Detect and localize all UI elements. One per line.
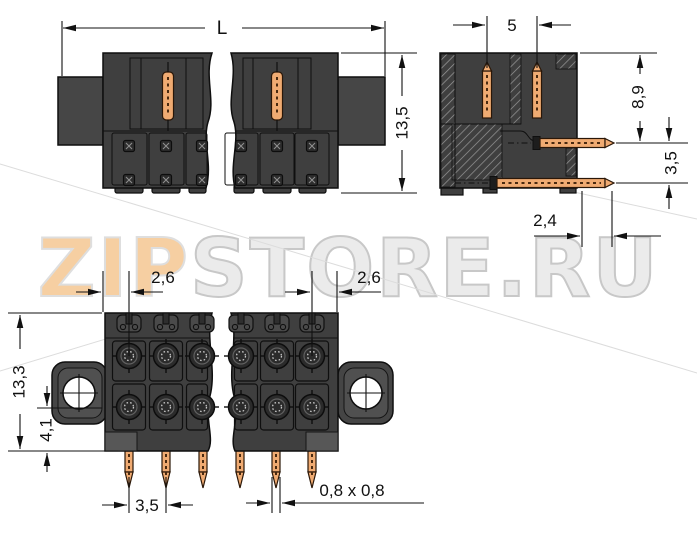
- bottom-view-right-flange: [337, 361, 394, 425]
- bottom-view-left-step: [104, 431, 138, 452]
- section-view-hatching: [440, 53, 577, 188]
- dim-label-upper-height: 8,9: [629, 85, 648, 109]
- dim-label-edge-offset-right: 2,6: [357, 268, 381, 287]
- bottom-view-right-step: [305, 431, 339, 452]
- side-view-right-tab: [337, 76, 386, 146]
- dim-edge-offset-left: 2,6: [76, 268, 175, 356]
- side-view-left-tab: [57, 76, 104, 146]
- bottom-view-cells: [111, 340, 330, 431]
- section-view: [439, 52, 616, 196]
- section-view-horizontal-pins: [455, 136, 616, 190]
- bottom-view-pins: [124, 450, 317, 489]
- dim-pin-cross-section: 0,8 x 0,8: [246, 477, 424, 513]
- dim-edge-offset-right: 2,6: [285, 268, 381, 356]
- dim-pin-pitch-3-5: 3,5: [102, 477, 193, 515]
- dim-height-13-5: 13,5: [341, 52, 417, 194]
- dim-upper-8-9: 8,9: [580, 52, 688, 144]
- dim-body-height-13-3: 13,3: [8, 312, 118, 452]
- dim-label-pin-pitch: 3,5: [135, 496, 159, 515]
- dim-label-pin-cross-section: 0,8 x 0,8: [319, 481, 384, 500]
- dim-label-height: 13,5: [393, 106, 412, 139]
- dim-label-row-spacing: 3,5: [662, 151, 681, 175]
- dim-tail-2-4: 2,4: [533, 191, 661, 247]
- dim-length-L: L: [61, 18, 386, 76]
- dim-label-length: L: [217, 18, 228, 39]
- dim-label-pitch: 5: [507, 16, 516, 35]
- dim-row-to-edge-4-1: 4,1: [37, 386, 102, 472]
- dim-label-edge-offset-left: 2,6: [151, 268, 175, 287]
- watermark-zip: ZIP: [37, 222, 190, 315]
- watermark: ZIPSTORE.RU: [0, 228, 697, 310]
- dim-pitch-5: 5: [453, 16, 571, 68]
- dim-label-pin-tail: 2,4: [533, 211, 557, 230]
- dim-label-body-height: 13,3: [10, 365, 29, 398]
- side-view-body-left-segment: [102, 52, 214, 189]
- bottom-view-left-flange: [51, 361, 108, 425]
- bottom-view: [51, 312, 394, 489]
- side-view-body-right-segment: [230, 52, 339, 189]
- watermark-store: STORE.RU: [189, 222, 660, 315]
- dim-row-3-5: 3,5: [616, 117, 688, 209]
- dim-label-row-to-edge: 4,1: [37, 418, 56, 442]
- side-view: [57, 52, 386, 194]
